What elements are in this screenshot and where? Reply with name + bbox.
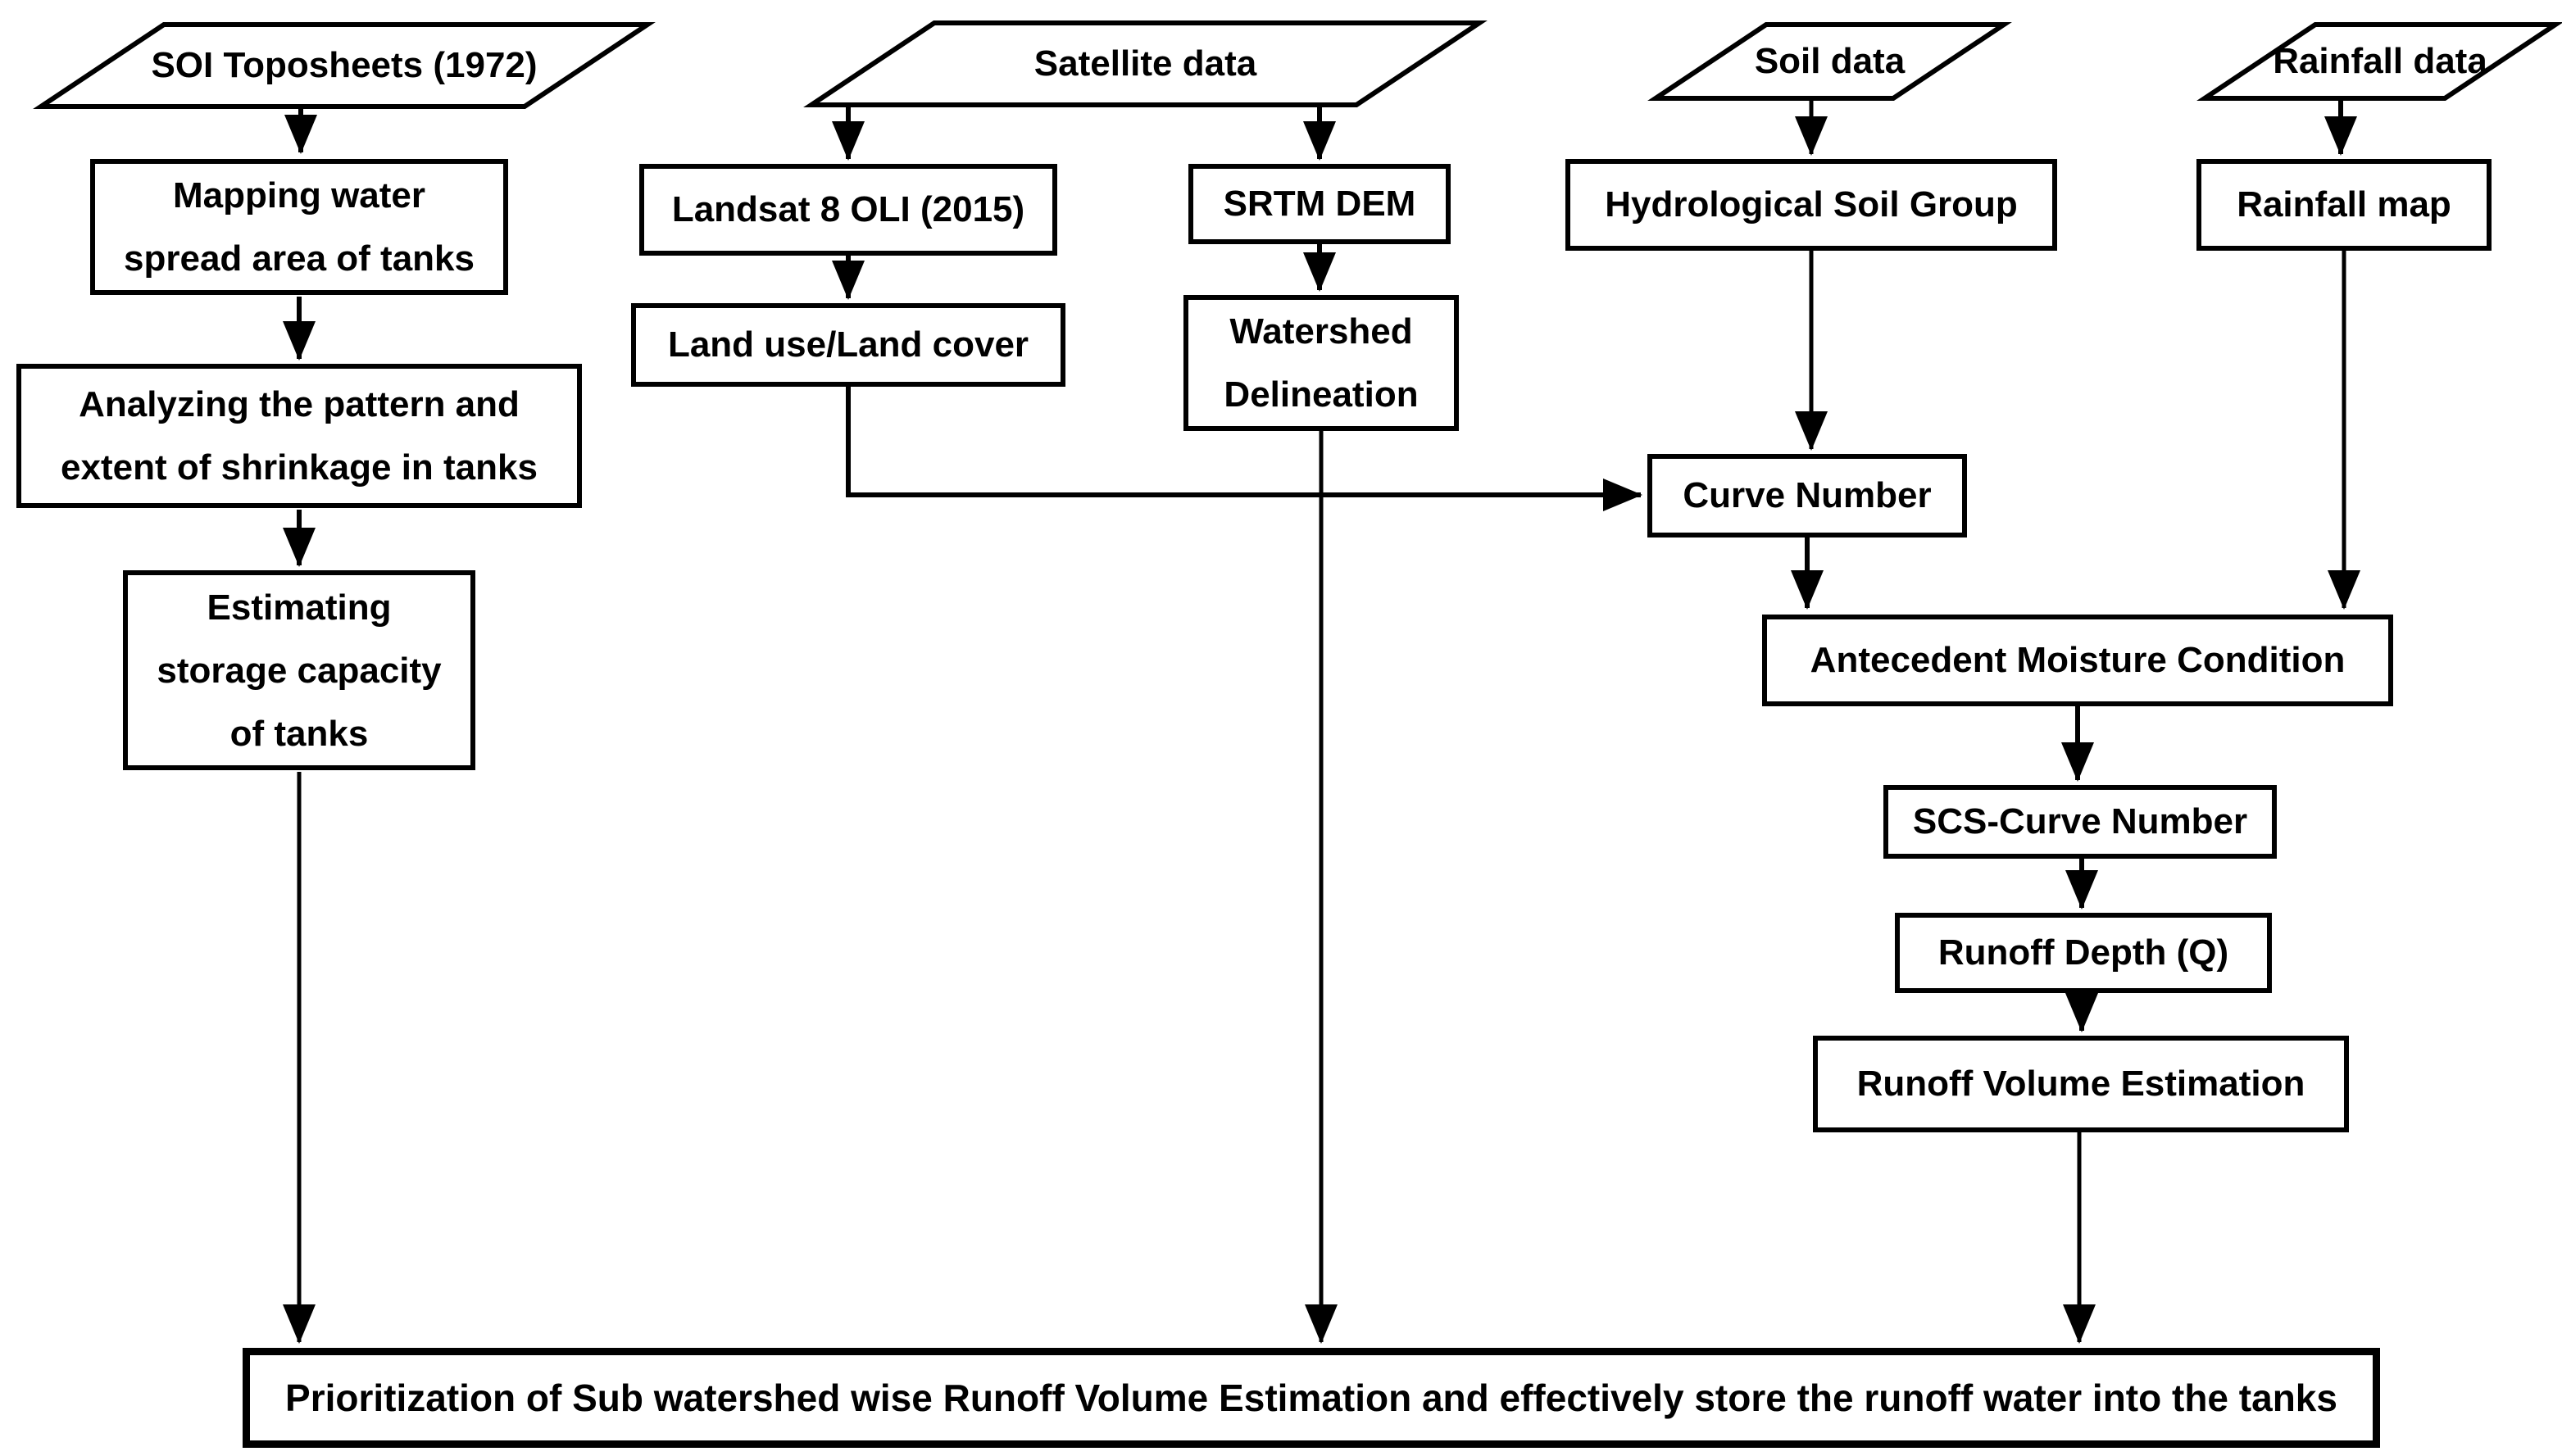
node-analyzing-shrinkage: Analyzing the pattern and extent of shri… [16, 364, 582, 508]
rainfall-parallelogram-shape [2196, 22, 2562, 101]
edge-landuse-to-curvenumber [846, 387, 1642, 511]
node-runoff-volume-estimation-label: Runoff Volume Estimation [1856, 1064, 2305, 1104]
node-rainfall-map-label: Rainfall map [2237, 184, 2451, 225]
node-estimating-storage: Estimating storage capacity of tanks [123, 570, 475, 770]
node-rainfall-map: Rainfall map [2196, 159, 2492, 251]
node-antecedent-moisture-condition-label: Antecedent Moisture Condition [1810, 640, 2346, 681]
soi-parallelogram-shape [33, 22, 656, 109]
node-curve-number: Curve Number [1647, 454, 1967, 537]
node-mapping-water-label: Mapping water spread area of tanks [124, 175, 475, 279]
node-srtm-dem-label: SRTM DEM [1223, 184, 1416, 225]
node-curve-number-label: Curve Number [1683, 475, 1932, 516]
node-prioritization-bar-label: Prioritization of Sub watershed wise Run… [285, 1377, 2337, 1419]
node-srtm-dem: SRTM DEM [1188, 164, 1451, 244]
node-scs-curve-number: SCS-Curve Number [1883, 785, 2277, 859]
node-land-use-land-cover-label: Land use/Land cover [667, 324, 1029, 365]
node-hydrological-soil-group: Hydrological Soil Group [1565, 159, 2057, 251]
node-landsat-label: Landsat 8 OLI (2015) [671, 189, 1025, 230]
soil-parallelogram-shape [1647, 22, 2012, 101]
node-runoff-depth: Runoff Depth (Q) [1895, 913, 2272, 993]
node-estimating-storage-label: Estimating storage capacity of tanks [157, 587, 442, 754]
node-prioritization-bar: Prioritization of Sub watershed wise Run… [243, 1348, 2380, 1448]
node-mapping-water: Mapping water spread area of tanks [90, 159, 508, 295]
node-landsat: Landsat 8 OLI (2015) [639, 164, 1057, 256]
node-runoff-volume-estimation: Runoff Volume Estimation [1813, 1036, 2349, 1132]
node-hydrological-soil-group-label: Hydrological Soil Group [1605, 184, 2018, 225]
node-antecedent-moisture-condition: Antecedent Moisture Condition [1762, 615, 2393, 706]
node-analyzing-shrinkage-label: Analyzing the pattern and extent of shri… [61, 384, 538, 488]
node-scs-curve-number-label: SCS-Curve Number [1912, 801, 2248, 842]
node-runoff-depth-label: Runoff Depth (Q) [1937, 932, 2229, 973]
node-watershed-delineation: Watershed Delineation [1183, 295, 1459, 431]
satellite-parallelogram-shape [803, 20, 1488, 107]
node-land-use-land-cover: Land use/Land cover [631, 303, 1065, 387]
node-watershed-delineation-label: Watershed Delineation [1224, 311, 1419, 415]
